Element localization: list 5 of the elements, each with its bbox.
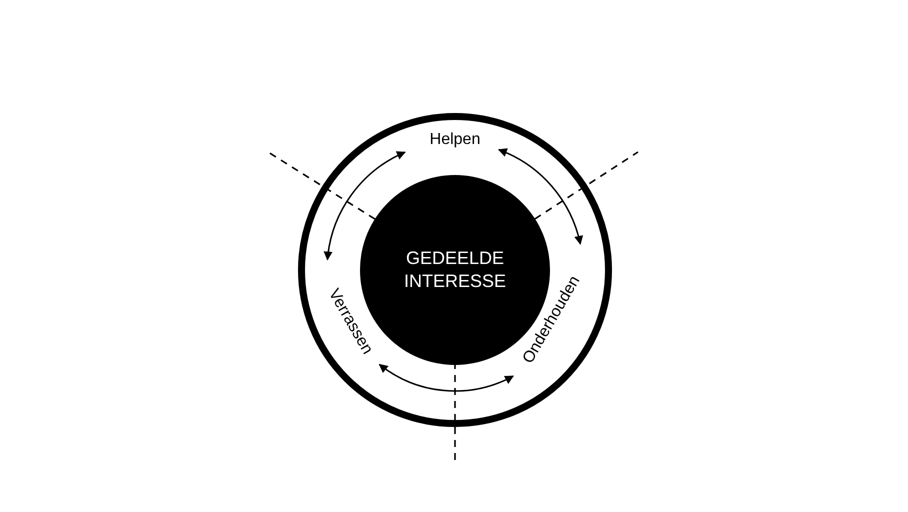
double-arrow (378, 364, 514, 392)
ring-label: Helpen (430, 131, 480, 149)
ring-outline (298, 113, 612, 427)
double-arrow (498, 148, 583, 245)
double-arrow (324, 152, 406, 260)
